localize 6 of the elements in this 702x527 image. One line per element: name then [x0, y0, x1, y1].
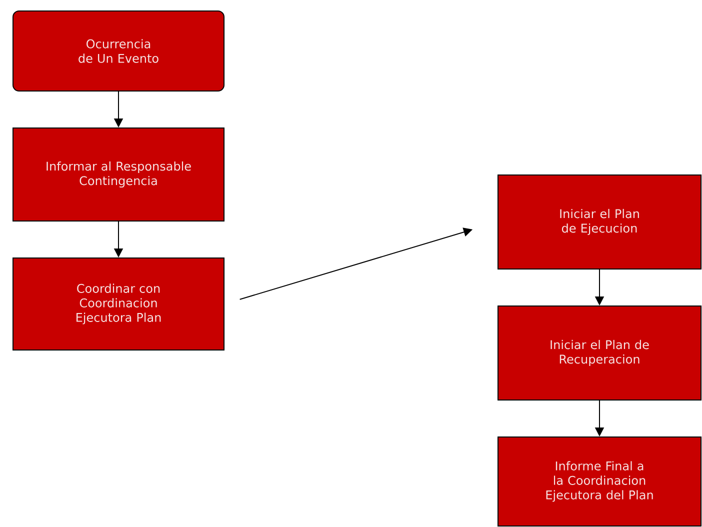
- process-box: Coordinar con Coordinacion Ejecutora Plan: [12, 258, 224, 350]
- process-box: Informe Final a la Coordinacion Ejecutora del Plan: [498, 436, 702, 526]
- process-box: Iniciar el Plan de Ejecucion: [498, 174, 702, 270]
- start-box: Ocurrencia de Un Evento: [12, 10, 224, 92]
- process-box: Informar al Responsable Contingencia: [12, 128, 224, 222]
- process-box: Iniciar el Plan de Recuperacion: [498, 305, 702, 400]
